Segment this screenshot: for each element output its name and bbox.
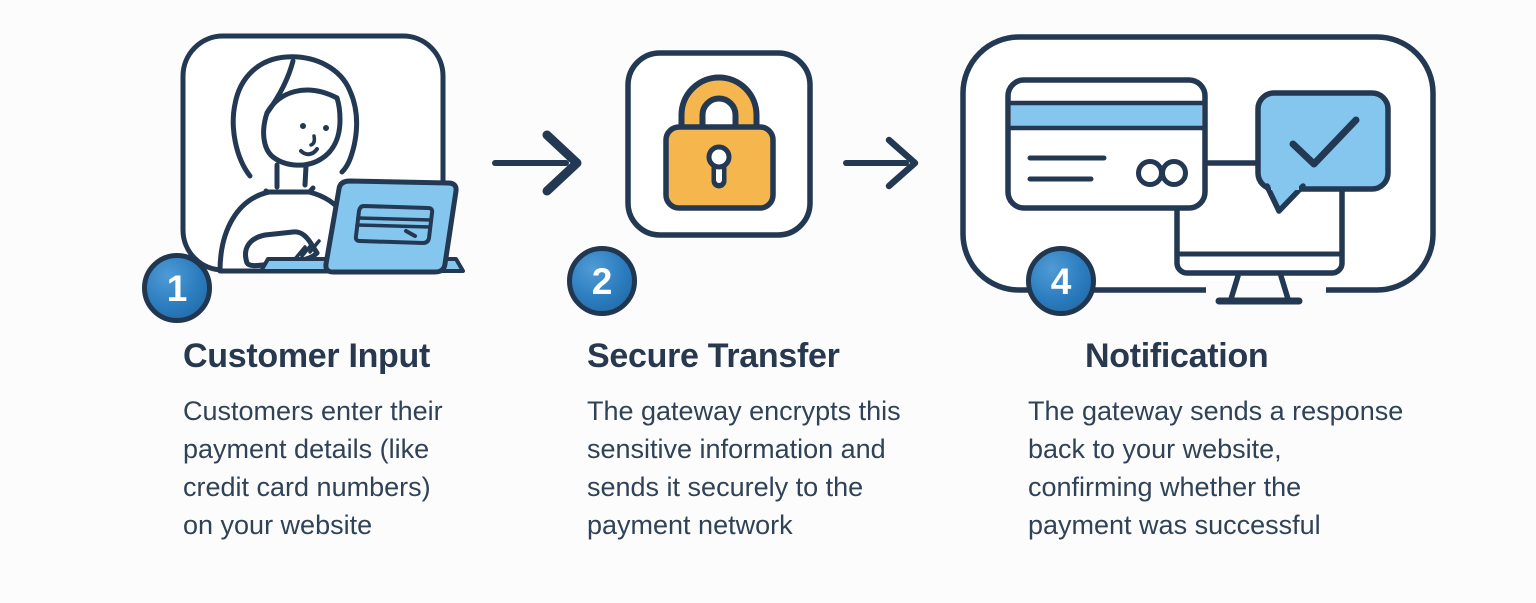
- padlock-icon: [663, 74, 776, 211]
- step4-illustration: [960, 34, 1436, 305]
- step2-description: The gateway encrypts this sensitive info…: [587, 396, 901, 540]
- woman-at-laptop-icon: [217, 54, 465, 275]
- step4-number-badge: 4: [1026, 246, 1096, 316]
- step2-text-block: Secure Transfer The gateway encrypts thi…: [587, 336, 967, 544]
- step1-text-block: Customer Input Customers enter their pay…: [183, 336, 523, 544]
- checkmark-icon: [1289, 116, 1360, 168]
- step1-number-badge: 1: [142, 253, 212, 323]
- credit-card-icon: [1005, 77, 1208, 211]
- step2-number-badge: 2: [567, 246, 637, 316]
- right-arrow-icon: [492, 130, 582, 196]
- step2-illustration: [625, 50, 813, 238]
- step4-text-block: Notification The gateway sends a respons…: [1028, 336, 1448, 544]
- step1-description: Customers enter their payment details (l…: [183, 396, 443, 540]
- right-arrow-icon: [843, 136, 919, 190]
- confirmation-bubble-icon: [1255, 90, 1391, 214]
- step4-description: The gateway sends a response back to you…: [1028, 396, 1404, 540]
- step1-title: Customer Input: [183, 337, 431, 375]
- step4-title: Notification: [1085, 337, 1269, 375]
- step1-illustration: [180, 33, 465, 275]
- step2-title: Secure Transfer: [587, 337, 840, 375]
